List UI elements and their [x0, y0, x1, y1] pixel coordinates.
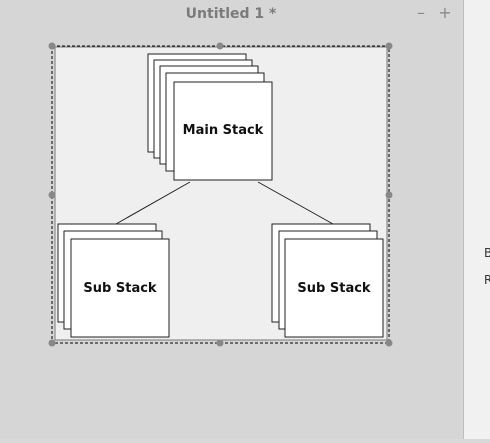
main-stack-label: Main Stack [183, 123, 264, 138]
drawing-canvas[interactable]: Main Stack Sub Stack Sub Stack [0, 30, 462, 439]
side-panel: B Re [463, 0, 490, 439]
connector-right [257, 181, 334, 225]
window-title: Untitled 1 * [185, 6, 277, 22]
handle-bottom-right[interactable] [385, 339, 393, 347]
side-panel-label-2: Re [484, 273, 490, 287]
sub-stack-left-label: Sub Stack [83, 281, 157, 296]
sub-stack-left-card-3 [70, 238, 170, 338]
sub-stack-right[interactable]: Sub Stack [271, 223, 384, 338]
handle-top-right[interactable] [385, 42, 393, 50]
minimize-button[interactable]: – [417, 3, 425, 22]
sub-stack-left[interactable]: Sub Stack [57, 223, 170, 338]
main-stack-card-5 [173, 81, 273, 181]
handle-middle-left[interactable] [48, 191, 56, 199]
handle-middle-right[interactable] [385, 191, 393, 199]
title-bar[interactable]: Untitled 1 * – + [0, 0, 462, 30]
handle-bottom-center[interactable] [216, 339, 224, 347]
handle-bottom-left[interactable] [48, 339, 56, 347]
sub-stack-right-label: Sub Stack [297, 281, 371, 296]
maximize-button[interactable]: + [438, 3, 452, 22]
connector-left [115, 181, 191, 225]
main-stack[interactable]: Main Stack [147, 53, 273, 181]
diagram-svg[interactable]: Main Stack Sub Stack Sub Stack [0, 30, 462, 439]
sub-stack-right-card-3 [284, 238, 384, 338]
handle-top-left[interactable] [48, 42, 56, 50]
drawing-window: Untitled 1 * – + Main Stack [0, 0, 462, 439]
side-panel-label-1: B [484, 246, 490, 260]
selection-handles[interactable] [48, 42, 393, 347]
handle-top-center[interactable] [216, 42, 224, 50]
